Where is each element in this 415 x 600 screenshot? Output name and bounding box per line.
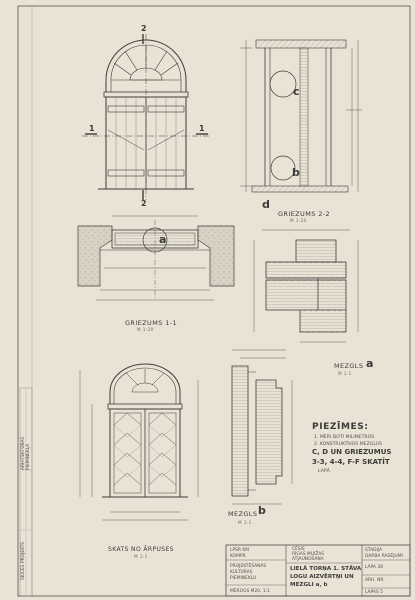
note-line-1: 1. MĒRI DOTI MILIMETROS. [314,435,376,440]
detail-b-scale: M 1:1 [238,520,252,525]
section-marker-2-bottom: 2 [141,199,147,208]
callout-a-plan: a [159,233,167,246]
tb-object-1: CĒSIS [292,547,305,552]
section-2-2-drawing [240,39,362,193]
stamp-line-3: SKICES PROJEKTS [21,541,26,580]
front-view-drawing [79,363,199,521]
title-block-grid [225,544,411,597]
tb-sheets: LAPAS 5 [365,590,383,595]
tb-sheet-no: LAPA 38 [365,565,383,570]
section-2-2-scale: M 1:20 [290,218,307,223]
front-view-title: SKATS NO ĀRPUSES [108,546,174,553]
detail-b-letter: b [258,504,267,517]
tb-object-2: RĪGAS MUIŽAS [292,552,325,557]
tb-sheet-title-3: MEZGLI a, b [290,582,328,588]
front-view-scale: M 1:1 [134,554,148,559]
callout-d: d [262,198,271,211]
stamp-line-2: PIEMINEKĻA [26,443,31,470]
callout-b-section: b [292,166,301,179]
detail-a-title: MEZGLS [334,362,364,370]
tb-institute-1: PROJEKTĒŠANAS [230,564,267,569]
detail-b-drawing [231,349,293,505]
detail-b-title: MEZGLS [228,510,258,518]
section-marker-2-top: 2 [141,24,147,33]
tb-sheet-title-1: LIELĀ TORŅA 1. STĀVA [290,566,362,572]
sheet-frame [17,5,411,597]
tb-stage-label: STADIJA [365,548,383,553]
notes-title: PIEZĪMES: [312,422,369,432]
note-line-5: LAPĀ [318,469,330,474]
tb-institute-2: KULTŪRAS [230,570,253,575]
tb-institute-3: PIEMINEKĻU [230,576,257,581]
tb-scale: MĒROGS M20, 1:1 [230,589,270,594]
window-elevation [82,34,210,200]
callout-c: c [293,85,300,98]
tb-sheet-title-2: LOGU AIZVĒRTŅI UN [290,574,354,580]
detail-a-drawing [253,229,359,343]
note-line-4: 3-3, 4-4, F-F SKATĪT [312,458,390,466]
detail-a-letter: a [366,357,374,370]
note-line-3: C, D UN GRIEZUMUS [312,448,392,456]
section-1-1-scale: M 1:20 [137,327,154,332]
tb-arch-no: ARH. NR. [365,578,385,583]
section-1-1-drawing [77,215,235,301]
section-1-1-title: GRIEZUMS 1-1 [125,319,178,327]
section-2-2-title: GRIEZUMS 2-2 [278,210,331,218]
detail-a-scale: M 1:1 [338,371,352,376]
tb-stage-value: DARBA RASĒJUMI [365,554,403,559]
section-marker-1-left: 1 [89,124,95,133]
note-line-2: 2. KONSTRUKTĪVOS MEZGLUS [314,442,382,447]
tb-office: KOMPR. [230,554,247,559]
tb-author: LPSR KM [230,548,249,553]
approval-stamp-column [19,387,33,597]
section-marker-1-right: 1 [199,124,205,133]
tb-object-3: ATJAUNOŠANA [292,557,324,562]
